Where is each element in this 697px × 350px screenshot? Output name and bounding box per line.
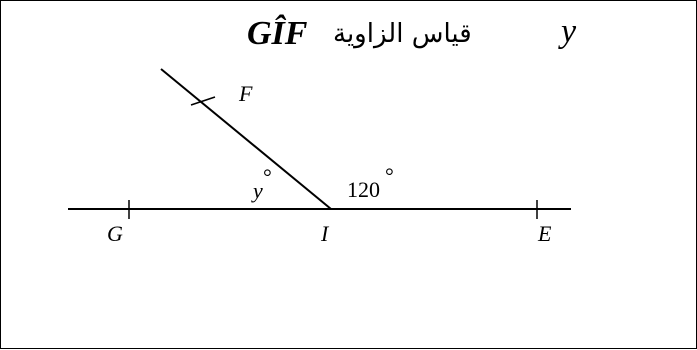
label-i: I [320, 221, 330, 246]
ray-if [160, 68, 332, 210]
question-title: GÎF قياس الزاوية y [241, 11, 601, 61]
label-g: G [107, 221, 123, 246]
label-f: F [238, 81, 253, 106]
label-e: E [537, 221, 552, 246]
angle-120-value: 120 [347, 177, 380, 202]
tick-f [190, 96, 216, 106]
unknown-variable: y [561, 13, 577, 50]
angle-y-degree: ° [263, 164, 272, 189]
question-text: قياس الزاوية [333, 19, 472, 49]
angle-name: GÎF [247, 15, 308, 52]
angle-y-label: y [251, 178, 263, 203]
angle-120-degree: ° [385, 163, 394, 188]
